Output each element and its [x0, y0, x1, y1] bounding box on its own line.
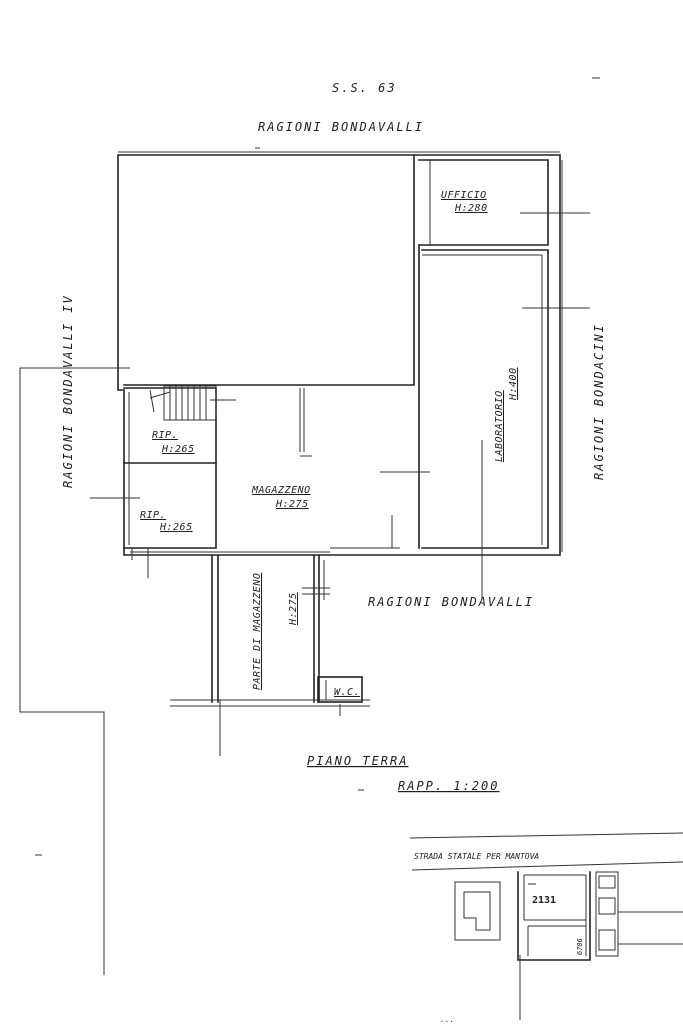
room-wc: W.C.	[334, 687, 360, 698]
room-laboratorio: LABORATORIO H:400	[494, 367, 519, 462]
scale-label: RAPP. 1:200	[398, 779, 499, 793]
room-height: H:275	[288, 592, 299, 626]
room-rip-1: RIP. H:265	[152, 430, 195, 455]
room-ufficio: UFFICIO H:280	[441, 190, 488, 214]
room-height: H:265	[159, 522, 193, 533]
west-owner-label: RAGIONI BONDAVALLI IV	[61, 294, 75, 488]
east-owner-label: RAGIONI BONDACINI	[592, 323, 606, 480]
room-height: H:280	[454, 203, 488, 214]
road-code: S.S. 63	[332, 81, 397, 95]
site-road-label: STRADA STATALE PER MANTOVA	[414, 852, 539, 861]
room-height: H:400	[508, 367, 519, 401]
site-bottom-text: ...	[440, 1015, 454, 1024]
room-name: MAGAZZENO	[251, 485, 311, 496]
room-name: W.C.	[334, 687, 360, 698]
room-height: H:275	[275, 499, 309, 510]
stairs	[149, 385, 217, 421]
south-owner-label: RAGIONI BONDAVALLI	[368, 595, 534, 609]
parcel-b-number: 6706	[576, 938, 584, 955]
room-parte-magazzeno: PARTE DI MAGAZZENO H:275	[252, 573, 299, 690]
floor-title: PIANO TERRA	[307, 754, 408, 768]
lot-boundary	[19, 77, 600, 975]
room-name: PARTE DI MAGAZZENO	[252, 573, 263, 690]
wc-box	[317, 676, 363, 703]
room-magazzeno: MAGAZZENO H:275	[251, 485, 311, 510]
room-name: RIP.	[152, 430, 178, 441]
room-height: H:265	[161, 444, 195, 455]
parcel-a-number: 2131	[532, 895, 556, 906]
room-name: UFFICIO	[441, 190, 487, 201]
room-name: RIP.	[140, 510, 166, 521]
corridor-extension	[170, 555, 370, 756]
site-location-map: STRADA STATALE PER MANTOVA 2131 6706 ...	[409, 832, 683, 1024]
building-outline	[90, 151, 590, 600]
room-name: LABORATORIO	[494, 390, 505, 462]
room-rip-2: RIP. H:265	[140, 510, 193, 533]
north-owner-label: RAGIONI BONDAVALLI	[258, 120, 424, 134]
